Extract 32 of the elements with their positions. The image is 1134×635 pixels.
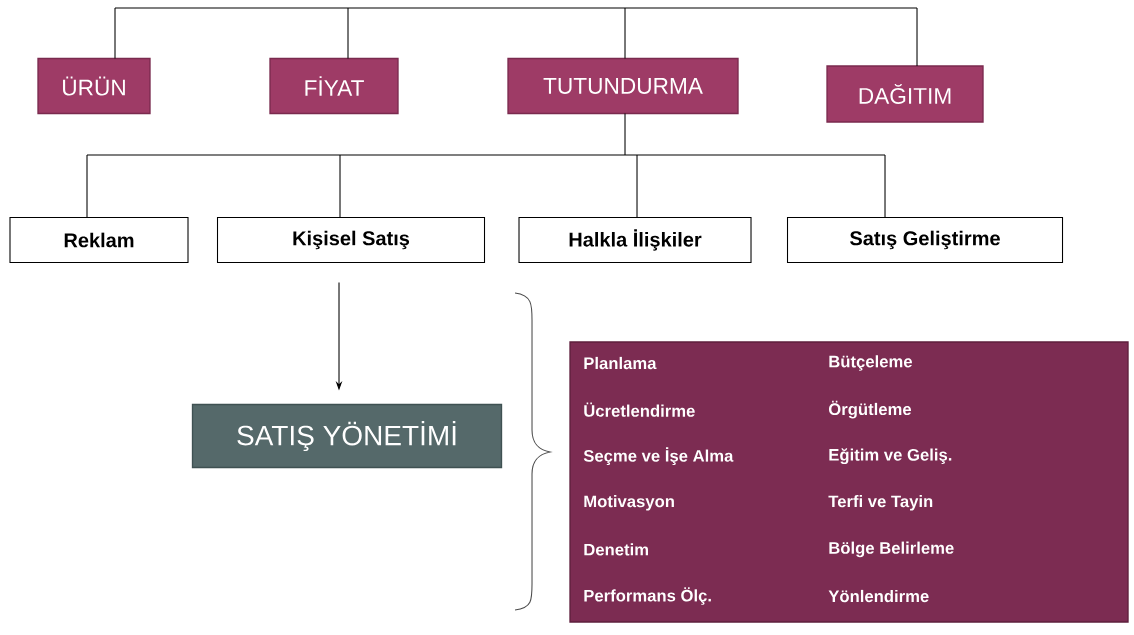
list-item: Ücretlendirme xyxy=(584,402,695,417)
connector-line xyxy=(624,112,626,156)
list-item: Denetim xyxy=(584,543,648,556)
connector-line xyxy=(339,154,341,219)
connector-line xyxy=(347,7,349,60)
category-box: TUTUNDURMA xyxy=(507,57,739,115)
process-box: Halkla İlişkiler xyxy=(518,216,752,264)
list-item: Terfi ve Tayin xyxy=(828,495,933,511)
list-item: Eğitim ve Geliş. xyxy=(829,448,952,465)
list-item: Örgütleme xyxy=(828,400,912,419)
connector-line xyxy=(86,154,886,156)
connector-line xyxy=(114,7,918,9)
connector-line xyxy=(636,154,638,219)
connector-line xyxy=(884,154,886,219)
process-box: Satış Geliştirme xyxy=(786,216,1064,264)
category-box: ÜRÜN xyxy=(37,57,151,115)
list-item: Yönlendirme xyxy=(828,589,929,603)
list-item: Performans Ölç. xyxy=(584,587,711,605)
connector-line xyxy=(916,7,918,67)
list-item: Bölge Belirleme xyxy=(829,541,954,558)
category-box: DAĞITIM xyxy=(826,65,984,123)
connector-line xyxy=(624,7,626,60)
list-item: Bütçeleme xyxy=(829,355,912,371)
list-item: Motivasyon xyxy=(584,495,674,511)
category-box: FİYAT xyxy=(269,57,399,115)
connector-line xyxy=(114,7,116,60)
list-item: Planlama xyxy=(584,356,657,370)
list-item: Seçme ve İşe Alma xyxy=(583,447,734,466)
process-box: Kişisel Satış xyxy=(216,216,486,264)
title-box: SATIŞ YÖNETİMİ xyxy=(191,403,503,469)
process-box: Reklam xyxy=(9,216,189,264)
connector-line xyxy=(86,154,88,219)
